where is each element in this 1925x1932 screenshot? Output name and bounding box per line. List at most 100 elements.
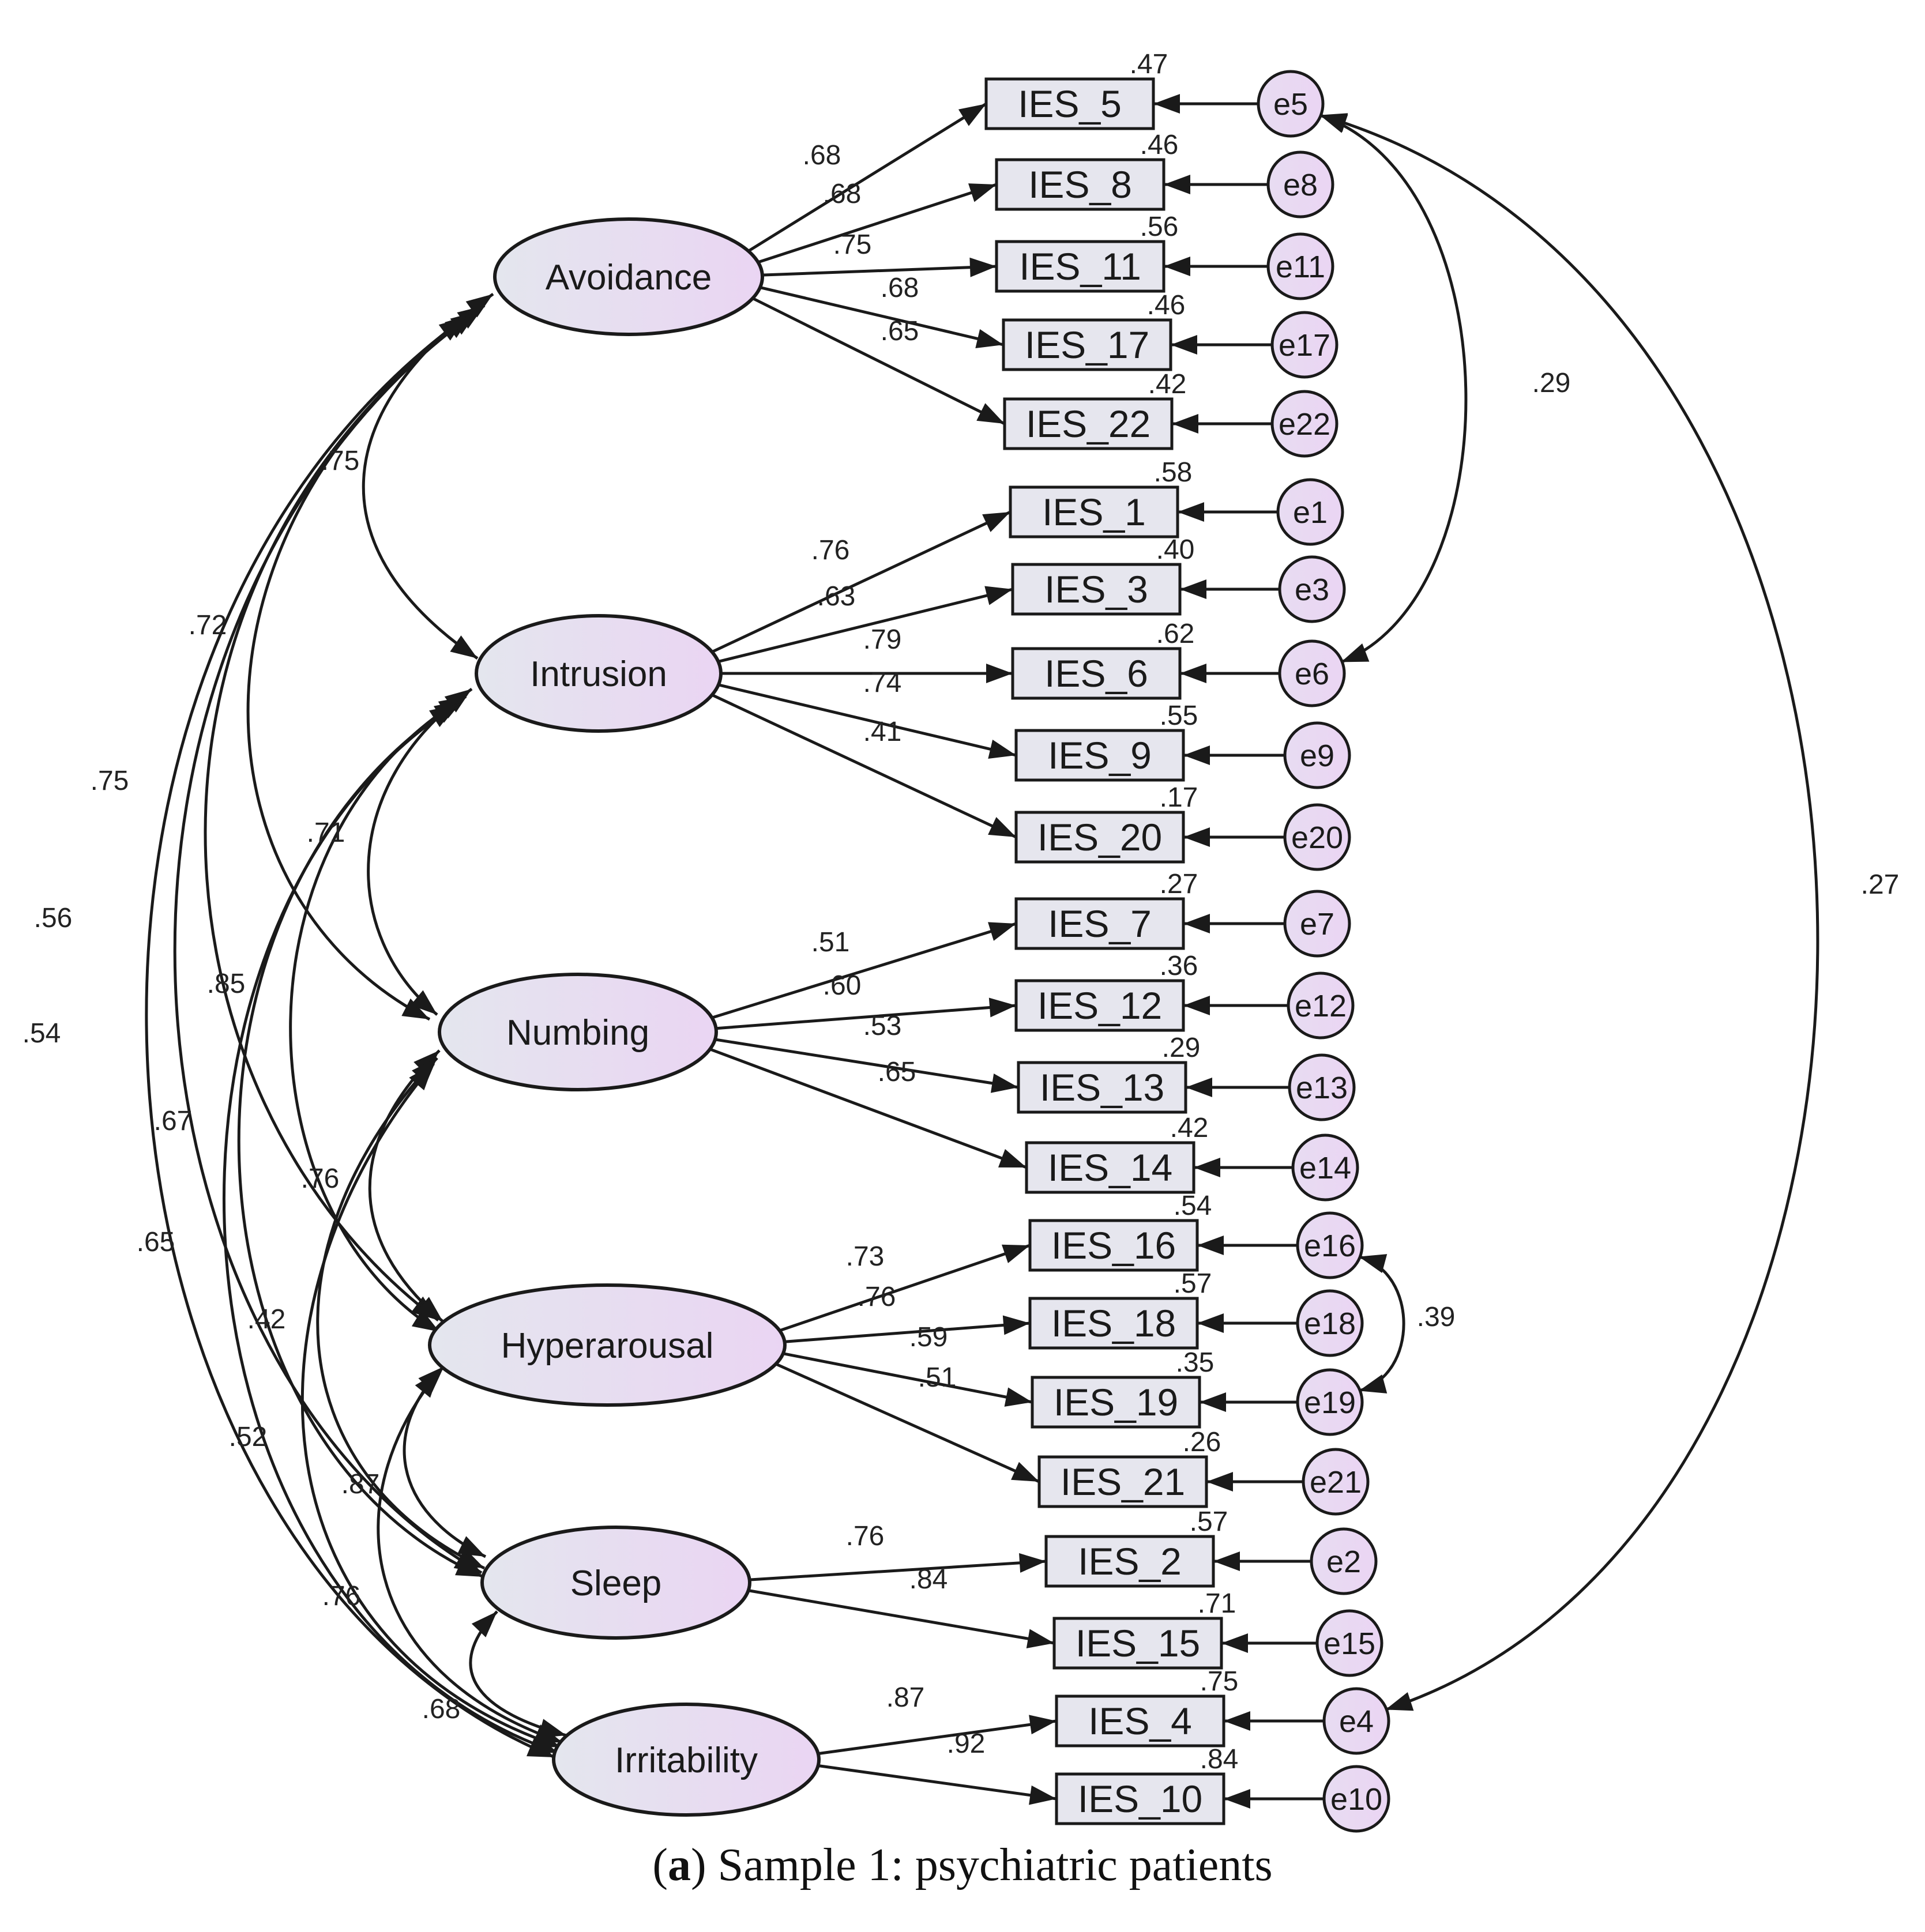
loading-path-ies_8 (755, 183, 997, 265)
error-circle (1276, 478, 1344, 546)
loading-path-ies_2 (746, 1560, 1047, 1581)
correlation-coefficient-label: .68 (422, 1694, 461, 1724)
error-correlation-e5-e4 (1319, 114, 1819, 1711)
r-squared-label: .54 (1174, 1191, 1212, 1221)
loading-coefficient-label: .75 (833, 229, 872, 260)
error-circle (1283, 803, 1351, 871)
latent-avoidance: Avoidance (493, 217, 764, 336)
latent-irritability: Irritability (552, 1703, 821, 1817)
error-correlation-e5-e6 (1319, 114, 1468, 664)
error-label: e17 (1279, 328, 1330, 363)
indicator-box (1014, 979, 1185, 1032)
latent-intrusion: Intrusion (475, 614, 723, 733)
error-arrowhead-e22 (1172, 414, 1198, 434)
correlation-coefficient-label: .52 (229, 1422, 268, 1452)
correlation-curve-numbing-irritability (300, 1063, 561, 1749)
error-term-e10: e10 (1322, 1765, 1390, 1833)
correlation-arrowhead-sleep (457, 1536, 486, 1557)
indicator-ies_17: IES_17 (1002, 318, 1172, 371)
error-arrowhead-e17 (1171, 335, 1197, 355)
loading-arrowhead-ies_20 (988, 817, 1016, 837)
correlation-coefficient-label: .71 (307, 818, 345, 848)
error-circle (1291, 1133, 1359, 1202)
error-label: e22 (1279, 407, 1330, 442)
loading-arrowhead-ies_18 (1002, 1315, 1030, 1335)
error-arrowhead-e19 (1200, 1392, 1226, 1412)
loading-arrowhead-ies_15 (1026, 1629, 1054, 1648)
indicator-ies_6: IES_6 (1011, 647, 1182, 700)
loading-coefficient-label: .84 (909, 1564, 948, 1595)
loading-arrowhead-ies_4 (1029, 1715, 1057, 1735)
loading-coefficient-label: .74 (863, 668, 902, 698)
latent-label: Intrusion (530, 654, 667, 694)
loading-path-layer (707, 94, 1324, 1809)
error-label: e4 (1339, 1704, 1374, 1739)
error-circle (1270, 311, 1339, 379)
indicator-ies_9: IES_9 (1014, 729, 1185, 782)
error-term-e7: e7 (1283, 890, 1351, 958)
error-label: e8 (1283, 168, 1318, 202)
loading-arrowhead-ies_8 (968, 183, 997, 202)
error-label: e16 (1304, 1229, 1356, 1263)
latent-hyperarousal: Hyperarousal (428, 1283, 787, 1407)
error-arrowhead-e7 (1183, 914, 1210, 933)
error-correlation-label: .39 (1417, 1302, 1456, 1332)
correlation-arrowhead-numbing (401, 998, 430, 1019)
loading-path-ies_7 (709, 922, 1017, 1020)
correlation-arrowhead-hyperarousal (416, 1297, 443, 1321)
error-correlation-arrowhead-e19 (1359, 1374, 1388, 1394)
indicator-ies_3: IES_3 (1011, 563, 1182, 616)
indicator-label: IES_18 (1051, 1302, 1176, 1345)
indicator-label: IES_19 (1054, 1381, 1179, 1423)
indicator-ies_4: IES_4 (1055, 1694, 1225, 1748)
error-term-e17: e17 (1270, 311, 1339, 379)
loading-coefficient-label: .76 (858, 1282, 896, 1312)
latent-ellipse (438, 973, 718, 1091)
error-correlation-arrowhead-e6 (1341, 643, 1370, 662)
error-term-e15: e15 (1315, 1609, 1383, 1677)
error-arrowhead-e4 (1224, 1711, 1250, 1731)
loading-arrowhead-ies_21 (1011, 1462, 1039, 1482)
loading-coefficient-label: .65 (881, 316, 919, 347)
correlation-coefficient-label: .65 (137, 1227, 175, 1257)
coefficient-label-layer: .75.72.75.56.54.71.85.67.65.76.42.52.87.… (22, 49, 1900, 1775)
error-circle (1283, 890, 1351, 958)
error-label: e19 (1304, 1385, 1356, 1420)
indicator-box (1025, 1141, 1195, 1194)
error-label: e13 (1296, 1071, 1348, 1105)
r-squared-label: .57 (1190, 1507, 1228, 1537)
error-arrowhead-e5 (1153, 94, 1180, 114)
error-correlation-arrowhead-e16 (1359, 1254, 1388, 1273)
error-correlation-arrowhead-e5 (1319, 113, 1348, 132)
indicator-ies_5: IES_5 (984, 77, 1155, 130)
r-squared-label: .46 (1140, 130, 1179, 160)
error-label: e15 (1324, 1626, 1375, 1661)
error-term-e20: e20 (1283, 803, 1351, 871)
indicator-label: IES_7 (1048, 902, 1152, 945)
error-circle (1296, 1211, 1364, 1279)
indicator-ies_11: IES_11 (995, 240, 1165, 293)
correlation-curve-intrusion-numbing (367, 687, 473, 1016)
indicator-label: IES_6 (1044, 652, 1148, 695)
error-circle (1278, 555, 1346, 623)
loading-path-ies_15 (745, 1588, 1055, 1645)
indicator-box (1031, 1376, 1201, 1429)
correlation-arrowhead-irritability (538, 1719, 566, 1738)
loading-coefficient-label: .76 (846, 1521, 885, 1551)
indicator-label: IES_9 (1048, 734, 1152, 777)
error-circle (1310, 1527, 1378, 1595)
r-squared-label: .62 (1156, 619, 1195, 649)
indicator-box (1014, 729, 1185, 782)
indicator-ies_22: IES_22 (1003, 397, 1174, 450)
error-circle (1270, 390, 1339, 458)
r-squared-label: .27 (1160, 869, 1198, 899)
r-squared-label: .56 (1140, 212, 1179, 242)
indicator-label: IES_1 (1042, 491, 1146, 533)
loading-coefficient-label: .73 (846, 1241, 885, 1272)
indicator-box (1028, 1297, 1199, 1350)
error-term-e9: e9 (1283, 721, 1351, 789)
loading-path-ies_20 (709, 692, 1017, 839)
caption-text: Sample 1: psychiatric patients (717, 1840, 1273, 1890)
correlation-arrowhead-hyperarousal (411, 1309, 439, 1332)
error-term-e4: e4 (1322, 1687, 1390, 1755)
